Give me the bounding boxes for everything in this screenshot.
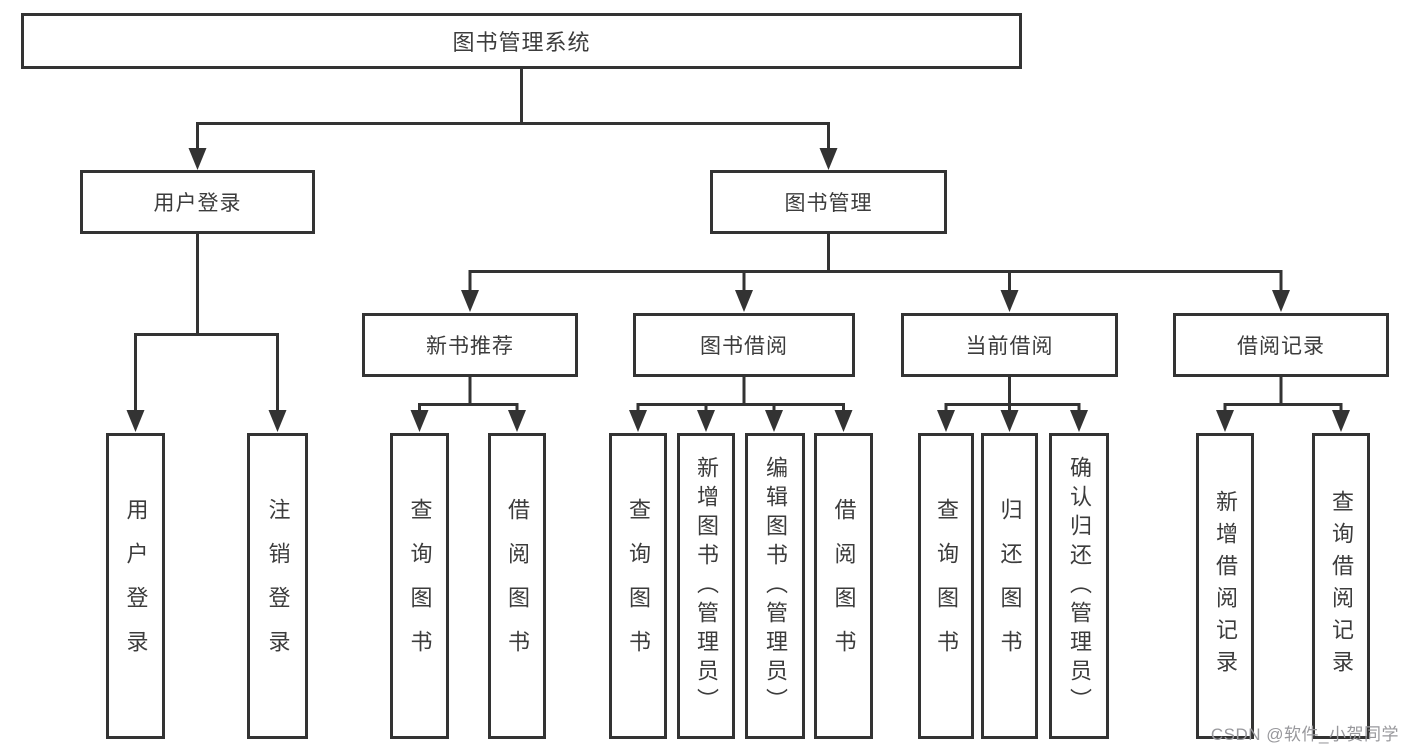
- node-label: 图书管理系统: [452, 30, 591, 55]
- connector-book-borrowing-to-leaves: [636, 377, 845, 414]
- node-query-borrow-record: 查询借阅记录: [1312, 433, 1370, 739]
- node-label: 新书推荐: [426, 335, 514, 358]
- connector-borrowing-records-to-leaves: [1223, 377, 1343, 414]
- node-label: 新增图书（管理员）: [694, 455, 719, 717]
- node-edit-books-admin: 编辑图书（管理员）: [745, 433, 805, 739]
- connector-current-borrowing-to-leaves: [944, 377, 1081, 414]
- connector-book-management-to-modules: [468, 234, 1283, 294]
- node-label: 借阅记录: [1237, 335, 1325, 358]
- node-add-books-admin: 新增图书（管理员）: [677, 433, 735, 739]
- node-label: 借阅图书: [505, 498, 530, 674]
- node-label: 当前借阅: [965, 335, 1054, 358]
- node-label: 查询图书: [407, 498, 433, 674]
- node-book-management: 图书管理: [710, 170, 947, 234]
- node-confirm-return-admin: 确认归还（管理员）: [1049, 433, 1109, 739]
- node-label: 查询借阅记录: [1329, 490, 1354, 682]
- arrowheads: [126, 148, 1350, 432]
- node-label: 编辑图书（管理员）: [763, 455, 788, 717]
- node-borrow-books-recommend: 借阅图书: [488, 433, 546, 739]
- node-borrowing-records: 借阅记录: [1173, 313, 1389, 377]
- connector-root-to-branches: [196, 69, 830, 152]
- node-add-borrow-record: 新增借阅记录: [1196, 433, 1254, 739]
- node-library-management-system: 图书管理系统: [21, 13, 1022, 69]
- node-label: 用户登录: [153, 192, 242, 215]
- node-query-books-borrowing: 查询图书: [609, 433, 667, 739]
- node-label: 用户登录: [123, 498, 149, 674]
- connector-user-login-to-leaves: [134, 233, 279, 414]
- node-borrow-books-borrowing: 借阅图书: [814, 433, 873, 739]
- node-label: 归还图书: [997, 498, 1023, 674]
- csdn-watermark: CSDN @软件_小贺同学: [1210, 725, 1399, 744]
- node-logout: 注销登录: [247, 433, 308, 739]
- node-label: 确认归还（管理员）: [1067, 455, 1092, 717]
- node-label: 查询图书: [934, 498, 959, 674]
- node-label: 图书管理: [784, 192, 873, 215]
- node-new-book-recommendation: 新书推荐: [362, 313, 578, 377]
- node-user-login-leaf: 用户登录: [106, 433, 165, 739]
- node-current-borrowing: 当前借阅: [901, 313, 1118, 377]
- node-label: 注销登录: [265, 498, 291, 674]
- node-label: 借阅图书: [831, 498, 857, 674]
- node-user-login: 用户登录: [80, 170, 315, 234]
- node-label: 查询图书: [626, 498, 651, 674]
- node-return-books: 归还图书: [981, 433, 1038, 739]
- node-book-borrowing: 图书借阅: [633, 313, 855, 377]
- node-label: 新增借阅记录: [1213, 490, 1238, 682]
- node-query-books-recommend: 查询图书: [390, 433, 449, 739]
- node-label: 图书借阅: [700, 335, 788, 358]
- connector-new-book-recommendation-to-leaves: [418, 377, 519, 414]
- node-query-books-current: 查询图书: [918, 433, 974, 739]
